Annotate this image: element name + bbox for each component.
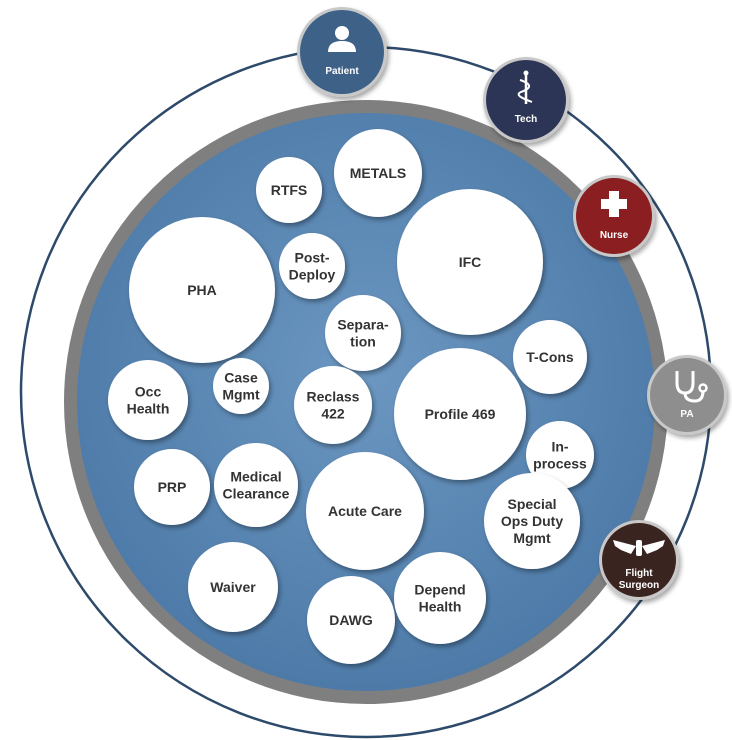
flight-surgeon-wings-icon	[613, 540, 665, 556]
bubble-label: Depend	[414, 581, 465, 597]
bubble-label: PRP	[158, 479, 187, 495]
medical-cross-icon	[601, 191, 627, 217]
bubble-circle	[484, 473, 580, 569]
bubble-circle	[108, 360, 188, 440]
bubble-waiver: Waiver	[188, 542, 278, 632]
bubble-circle	[188, 542, 278, 632]
role-badge	[650, 358, 724, 432]
bubble-circle	[397, 189, 543, 335]
role-label: Patient	[325, 66, 359, 77]
bubble-label: Mgmt	[513, 530, 551, 546]
role-nurse: Nurse	[573, 175, 655, 257]
role-label: Nurse	[600, 230, 629, 241]
bubble-rtfs: RTFS	[256, 157, 322, 223]
bubble-post-deploy: Post-Deploy	[279, 233, 345, 299]
bubble-circle	[513, 320, 587, 394]
bubble-label: Special	[507, 496, 556, 512]
bubble-circle	[214, 443, 298, 527]
bubble-label: DAWG	[329, 612, 373, 628]
bubble-circle	[526, 421, 594, 489]
bubble-label: Case	[224, 369, 258, 385]
bubble-label: Separa-	[337, 316, 389, 332]
role-pa: PA	[647, 355, 727, 435]
bubble-acute-care: Acute Care	[306, 452, 424, 570]
bubble-circle	[394, 552, 486, 644]
bubble-ifc: IFC	[397, 189, 543, 335]
bubble-circle	[334, 129, 422, 217]
bubble-label: Health	[127, 400, 170, 416]
caduceus-icon	[517, 70, 533, 104]
bubble-label: Medical	[230, 468, 281, 484]
bubble-label: Mgmt	[222, 386, 260, 402]
role-tech: Tech	[483, 57, 569, 143]
bubble-label: IFC	[459, 254, 482, 270]
bubble-circle	[256, 157, 322, 223]
bubble-label: RTFS	[271, 182, 308, 198]
bubble-in-process: In-process	[526, 421, 594, 489]
role-label: PA	[680, 409, 693, 420]
bubble-circle	[294, 366, 372, 444]
bubble-metals: METALS	[334, 129, 422, 217]
bubble-label: Ops Duty	[501, 513, 563, 529]
bubble-label: Clearance	[223, 485, 290, 501]
bubble-label: PHA	[187, 282, 217, 298]
role-label: Flight	[625, 568, 653, 579]
bubble-t-cons: T-Cons	[513, 320, 587, 394]
role-patient: Patient	[297, 7, 387, 97]
bubble-label: Reclass	[307, 388, 360, 404]
role-label: Surgeon	[619, 580, 660, 591]
bubble-dawg: DAWG	[307, 576, 395, 664]
role-badge	[602, 523, 676, 597]
bubble-circle	[307, 576, 395, 664]
bubble-circle	[134, 449, 210, 525]
bubble-label: 422	[321, 405, 345, 421]
bubble-label: Health	[419, 598, 462, 614]
bubble-circle	[394, 348, 526, 480]
bubble-circle	[129, 217, 275, 363]
bubble-group: METALS RTFS PHA Post-Deploy IFC Separa-tionT-…	[108, 129, 594, 664]
bubble-circle	[325, 295, 401, 371]
bubble-profile-469: Profile 469	[394, 348, 526, 480]
bubble-label: Acute Care	[328, 503, 402, 519]
bubble-pha: PHA	[129, 217, 275, 363]
bubble-label: Deploy	[289, 266, 336, 282]
bubble-label: process	[533, 455, 587, 471]
bubble-label: Waiver	[210, 579, 256, 595]
bubble-label: Post-	[295, 249, 330, 265]
bubble-label: T-Cons	[526, 349, 574, 365]
stethoscope-icon	[675, 371, 708, 403]
bubble-prp: PRP	[134, 449, 210, 525]
bubble-circle	[279, 233, 345, 299]
bubble-circle	[306, 452, 424, 570]
role-label: Tech	[515, 114, 538, 125]
bubble-label: In-	[551, 438, 568, 454]
bubble-label: METALS	[350, 165, 407, 181]
bubble-separa-tion: Separa-tion	[325, 295, 401, 371]
person-icon	[328, 26, 356, 52]
bubble-label: Occ	[135, 383, 162, 399]
bubble-label: Profile 469	[425, 406, 496, 422]
bubble-label: tion	[350, 333, 376, 349]
bubble-circle	[213, 358, 269, 414]
